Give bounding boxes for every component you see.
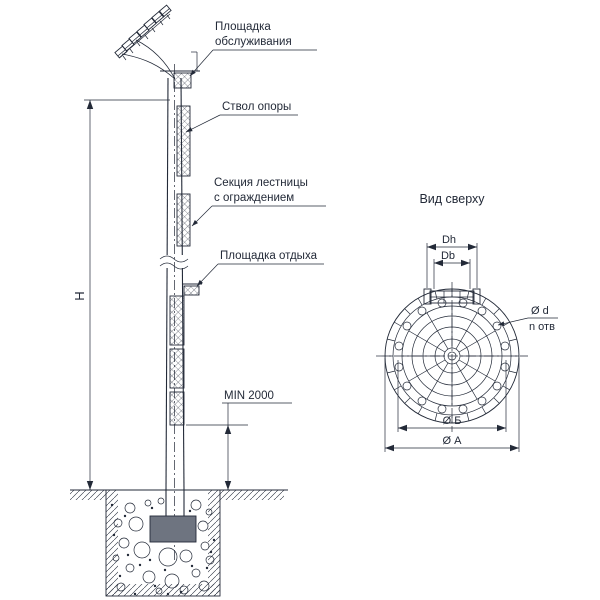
callout-ladder-section-line1: Секция лестницы	[214, 177, 308, 189]
callout-ladder-section-line2: с ограждением	[214, 192, 294, 204]
dimension-dh: Dh	[426, 234, 478, 288]
floodlight-icon	[143, 17, 157, 31]
callout-rest-platform-label: Площадка отдыха	[220, 250, 318, 262]
dimension-db: Db	[433, 250, 471, 289]
flange-top-view: Вид сверху	[376, 192, 558, 452]
db-label: Db	[441, 250, 455, 262]
anchor-block	[149, 515, 197, 543]
dimension-outer: Ø А	[384, 358, 520, 452]
mast-elevation-view: H MIN 2000 Площадка обслуживания Ствол о…	[70, 4, 326, 597]
callout-hole-diameter: Ø d n отв	[497, 305, 558, 333]
callout-ladder-section: Секция лестницы с ограждением	[191, 177, 326, 227]
callout-pole-trunk-label: Ствол опоры	[222, 101, 291, 113]
hole-count-label: n отв	[529, 321, 555, 333]
floodlight-icon	[158, 4, 172, 18]
bolt-circle-label: Ø Б	[443, 415, 462, 427]
floodlight-icon	[151, 10, 165, 24]
min-clearance-label: MIN 2000	[224, 390, 274, 402]
top-view-title: Вид сверху	[419, 192, 485, 206]
floodlight-icon	[114, 45, 128, 59]
height-dimension-label: H	[72, 291, 87, 300]
callout-service-platform: Площадка обслуживания	[189, 21, 317, 77]
callout-pole-trunk: Ствол опоры	[185, 101, 298, 133]
floodlight-icon	[121, 38, 135, 52]
service-platform	[160, 51, 200, 89]
floodlight-icon	[128, 31, 142, 45]
ladder-sections	[169, 105, 191, 426]
dh-label: Dh	[442, 234, 456, 246]
callout-service-platform-line2: обслуживания	[215, 36, 292, 48]
hole-diameter-label: Ø d	[531, 305, 549, 317]
outer-diameter-label: Ø А	[443, 435, 463, 447]
floodlight-crown	[114, 4, 176, 80]
min-clearance-dimension: MIN 2000	[186, 390, 292, 490]
height-dimension: H	[72, 99, 170, 490]
foundation	[70, 489, 288, 597]
concrete-aggregate	[110, 497, 216, 596]
ladder-bracket-top	[423, 288, 481, 305]
rest-platform	[182, 283, 202, 296]
callout-rest-platform: Площадка отдыха	[196, 250, 324, 287]
dimension-bolt-circle: Ø Б	[397, 360, 507, 432]
callout-service-platform-line1: Площадка	[215, 21, 271, 33]
